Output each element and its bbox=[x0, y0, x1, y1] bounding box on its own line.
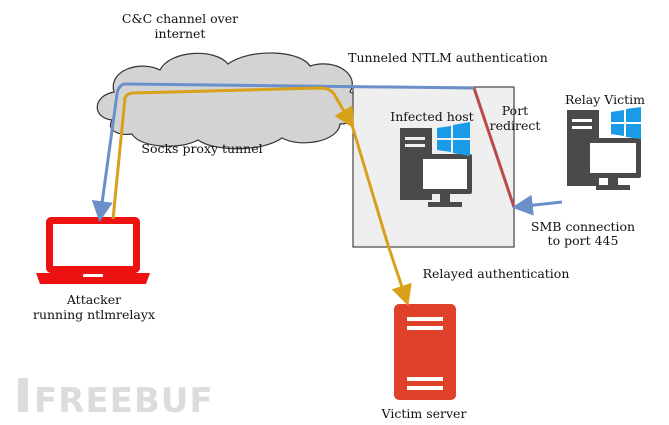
port-redirect-label: Port bbox=[502, 103, 528, 118]
windows-logo-icon bbox=[611, 107, 641, 139]
internet-cloud bbox=[96, 52, 362, 150]
victim-server-label: Victim server bbox=[381, 406, 467, 421]
socks-proxy-arrow bbox=[111, 86, 355, 220]
cc-channel-label: C&C channel over bbox=[122, 11, 238, 26]
socks-proxy-label: Socks proxy tunnel bbox=[141, 141, 262, 156]
port-redirect-label: redirect bbox=[490, 118, 541, 133]
infected-host-label: Infected host bbox=[390, 109, 473, 124]
smb-connection-label: SMB connection bbox=[531, 219, 635, 234]
infected-host-computer-icon bbox=[400, 128, 472, 207]
smb-connection-label: to port 445 bbox=[548, 233, 619, 248]
attacker-label: running ntlmrelayx bbox=[33, 307, 155, 322]
cc-channel-label: internet bbox=[155, 26, 206, 41]
relay-victim-computer-icon bbox=[567, 110, 641, 190]
relayed-authentication-label: Relayed authentication bbox=[423, 266, 570, 281]
tunneled-ntlm-arrow bbox=[91, 82, 475, 223]
svg-text:FREEBUF: FREEBUF bbox=[34, 381, 214, 421]
freebuf-watermark: FREEBUF bbox=[18, 378, 214, 421]
relayed-authentication-arrow bbox=[350, 124, 412, 306]
port-redirect-arrow bbox=[472, 87, 516, 208]
relay-victim-label: Relay Victim bbox=[565, 92, 645, 107]
smb-connection-arrow bbox=[511, 194, 563, 216]
windows-logo-icon bbox=[437, 122, 470, 156]
victim-server-icon bbox=[394, 304, 456, 400]
attacker-laptop-icon bbox=[36, 217, 150, 284]
attacker-label: Attacker bbox=[66, 292, 121, 307]
tunneled-ntlm-label: Tunneled NTLM authentication bbox=[348, 50, 548, 65]
